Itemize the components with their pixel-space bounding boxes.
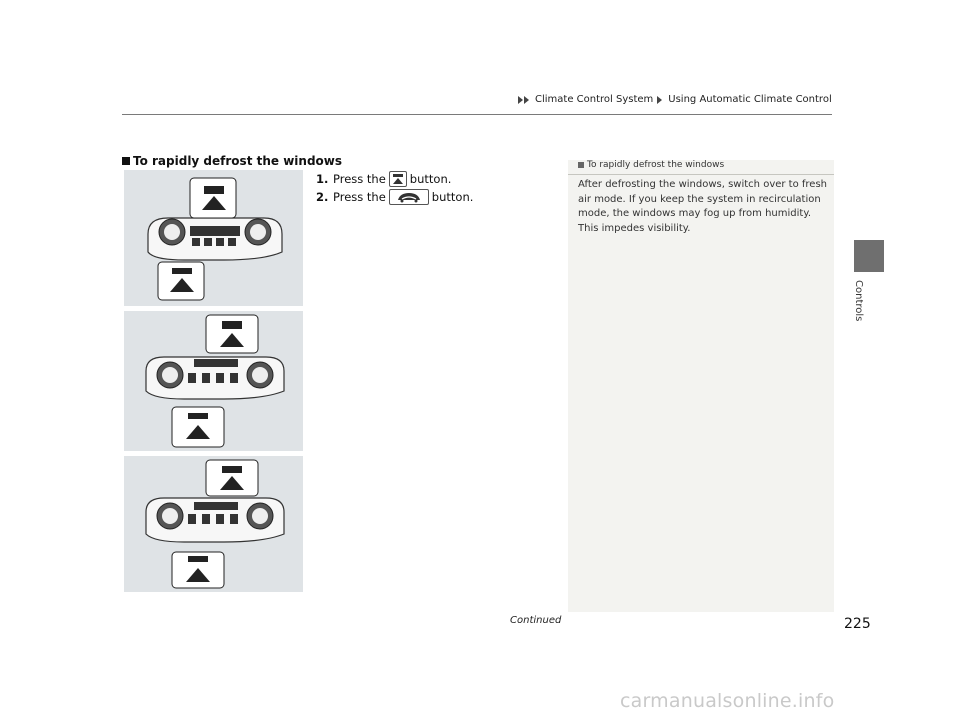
chapter-tab-label: Controls xyxy=(853,280,864,322)
climate-panel-illustration-1 xyxy=(124,170,303,306)
note-body: After defrosting the windows, switch ove… xyxy=(578,179,828,234)
breadcrumb-arrow-icon xyxy=(657,95,663,104)
step-1: 1. Press the button. xyxy=(316,171,452,187)
chapter-tab[interactable] xyxy=(854,240,884,272)
page-number: 225 xyxy=(844,616,871,632)
breadcrumb: Climate Control System Using Automatic C… xyxy=(518,94,832,105)
note-marker-icon xyxy=(578,161,584,168)
front-defrost-button-icon xyxy=(388,171,407,187)
note-heading: To rapidly defrost the windows xyxy=(568,160,834,175)
section-bullet-icon xyxy=(122,157,130,165)
step-2: 2. Press the button. xyxy=(316,189,474,205)
continued-label: Continued xyxy=(510,615,562,626)
breadcrumb-arrow-icon xyxy=(518,95,529,104)
watermark: carmanualsonline.info xyxy=(620,690,835,712)
climate-panel-illustration-2 xyxy=(124,311,303,451)
breadcrumb-item[interactable]: Using Automatic Climate Control xyxy=(668,94,832,105)
steps-list: 1. Press the button. 2. Press the button… xyxy=(316,170,473,206)
section-title: To rapidly defrost the windows xyxy=(122,154,342,168)
breadcrumb-item[interactable]: Climate Control System xyxy=(535,94,654,105)
note-box: To rapidly defrost the windows After def… xyxy=(568,160,834,612)
recirculation-button-icon xyxy=(388,189,429,205)
header-rule xyxy=(122,114,832,115)
climate-panel-illustration-3 xyxy=(124,456,303,592)
